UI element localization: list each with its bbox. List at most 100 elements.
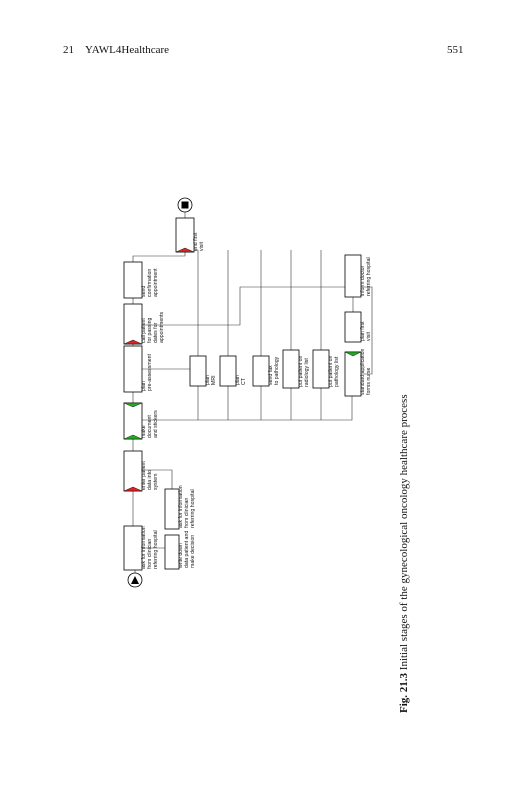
task-label: enter patientdata intosystem bbox=[141, 461, 159, 490]
task-label: end firstvisit bbox=[193, 232, 205, 251]
split-marker bbox=[123, 486, 143, 492]
task-enter-data: enter patientdata intosystem bbox=[123, 450, 159, 492]
task-label-line: enter patient bbox=[141, 461, 147, 490]
flow-nodes: ask for informationfrom clinicianreferri… bbox=[123, 197, 372, 588]
task-label-line: ask for information bbox=[178, 485, 184, 528]
task-label-line: inform doctor bbox=[360, 265, 366, 296]
task-label-line: from clinician bbox=[147, 539, 153, 569]
task-box bbox=[123, 261, 143, 299]
task-label-line: to pathology bbox=[274, 356, 280, 385]
task-box bbox=[123, 525, 143, 571]
task-box bbox=[175, 217, 195, 253]
task-label-line: system bbox=[153, 474, 159, 490]
task-make-doc: makedocumentand stickers bbox=[123, 402, 159, 440]
page-header: 21 YAWL4Healthcare 551 bbox=[0, 0, 527, 70]
task-label-line: appointment bbox=[153, 268, 159, 297]
task-label-line: visit bbox=[199, 242, 205, 251]
figure-caption: Fig. 21.3 Initial stages of the gynecolo… bbox=[398, 394, 410, 713]
task-label-line: appointments bbox=[159, 311, 165, 343]
task-label-line: write down bbox=[178, 543, 184, 568]
task-plan-first: plan firstvisit bbox=[344, 311, 372, 343]
task-label: makedocumentand stickers bbox=[141, 410, 159, 438]
task-label-line: data patient and bbox=[184, 531, 190, 568]
task-inform: inform doctorreferring hospital bbox=[344, 254, 372, 298]
task-radiology: put patient onradiology list bbox=[282, 349, 310, 389]
task-write-down: write downdata patient andmake decision bbox=[164, 531, 196, 570]
task-label: put patient onradiology list bbox=[298, 355, 310, 387]
task-pathology: put patient onpathology list bbox=[312, 349, 340, 389]
task-box bbox=[344, 351, 362, 397]
task-box bbox=[123, 303, 143, 345]
task-send-fax: send faxto pathology bbox=[252, 355, 280, 387]
task-label-line: send fax bbox=[268, 365, 274, 385]
task-label: inform doctorreferring hospital bbox=[360, 257, 372, 296]
split-marker bbox=[123, 339, 143, 345]
task-plan-ct: planCT bbox=[219, 355, 247, 387]
task-label-line: referring hospital bbox=[153, 530, 159, 569]
task-label-line: document bbox=[147, 415, 153, 438]
task-label-line: pathology list bbox=[334, 356, 340, 387]
flow-edge bbox=[194, 249, 199, 356]
chapter-number: 21 bbox=[63, 44, 74, 56]
task-label-line: plan bbox=[235, 375, 241, 385]
task-label-line: standard application bbox=[360, 348, 366, 395]
join-marker bbox=[344, 351, 362, 357]
task-label: planCT bbox=[235, 375, 247, 385]
task-box bbox=[123, 402, 143, 440]
task-end-first: end firstvisit bbox=[175, 217, 205, 253]
task-ask-info: ask for informationfrom clinicianreferri… bbox=[123, 525, 159, 571]
task-call-patient: call patientfor passingdates forappointm… bbox=[123, 303, 165, 345]
start-condition bbox=[127, 572, 143, 588]
task-label-line: from clinician bbox=[184, 498, 190, 528]
task-send-conf: sendconfirmationappointment bbox=[123, 261, 159, 299]
flow-edge bbox=[142, 469, 173, 489]
task-label: write downdata patient andmake decision bbox=[178, 531, 196, 568]
task-box bbox=[123, 450, 143, 492]
task-label-line: and stickers bbox=[153, 410, 159, 438]
task-label-line: send bbox=[141, 286, 147, 297]
task-label-line: end first bbox=[193, 232, 199, 251]
task-box bbox=[312, 349, 330, 389]
task-label-line: data into bbox=[147, 470, 153, 490]
task-label-line: CT bbox=[241, 377, 247, 385]
task-label-line: ask for information bbox=[141, 526, 147, 569]
task-label: put patient onpathology list bbox=[328, 355, 340, 387]
split-marker bbox=[175, 247, 195, 253]
split-marker bbox=[123, 434, 143, 440]
task-box bbox=[219, 355, 237, 387]
task-label-line: plan bbox=[205, 375, 211, 385]
flow-edge bbox=[132, 252, 186, 262]
task-box bbox=[189, 355, 207, 387]
task-box bbox=[282, 349, 300, 389]
task-box bbox=[344, 254, 362, 298]
task-label-line: put patient on bbox=[298, 355, 304, 387]
figure-label: Fig. 21.3 bbox=[398, 672, 410, 713]
figure-caption-text: Initial stages of the gynecological onco… bbox=[398, 394, 410, 671]
task-label: planMRI bbox=[205, 375, 217, 385]
task-box bbox=[164, 488, 180, 530]
running-title: YAWL4Healthcare bbox=[85, 44, 170, 56]
page-number: 551 bbox=[447, 44, 464, 56]
task-label-line: plan bbox=[141, 381, 147, 391]
task-label: ask for informationfrom clinicianreferri… bbox=[178, 485, 196, 528]
task-plan-pre: planpre-assessment bbox=[123, 345, 153, 393]
task-box bbox=[344, 311, 362, 343]
task-standard: standard applicationforms nurse bbox=[344, 348, 372, 397]
task-label-line: referring hospital bbox=[366, 257, 372, 296]
task-label: standard applicationforms nurse bbox=[360, 348, 372, 395]
task-label: ask for informationfrom clinicianreferri… bbox=[141, 526, 159, 569]
end-condition bbox=[177, 197, 193, 213]
join-marker bbox=[123, 402, 143, 408]
task-label-line: MRI bbox=[211, 375, 217, 385]
task-label: plan firstvisit bbox=[360, 321, 372, 341]
task-label-line: pre-assessment bbox=[147, 354, 153, 391]
task-label-line: dates for bbox=[153, 323, 159, 343]
task-label-line: referring hospital bbox=[190, 489, 196, 528]
task-label-line: plan first bbox=[360, 321, 366, 341]
task-ask-info-2: ask for informationfrom clinicianreferri… bbox=[164, 485, 196, 530]
task-label-line: for passing bbox=[147, 318, 153, 343]
task-box bbox=[164, 534, 180, 570]
task-label: send faxto pathology bbox=[268, 356, 280, 385]
flow-edge bbox=[358, 286, 373, 375]
